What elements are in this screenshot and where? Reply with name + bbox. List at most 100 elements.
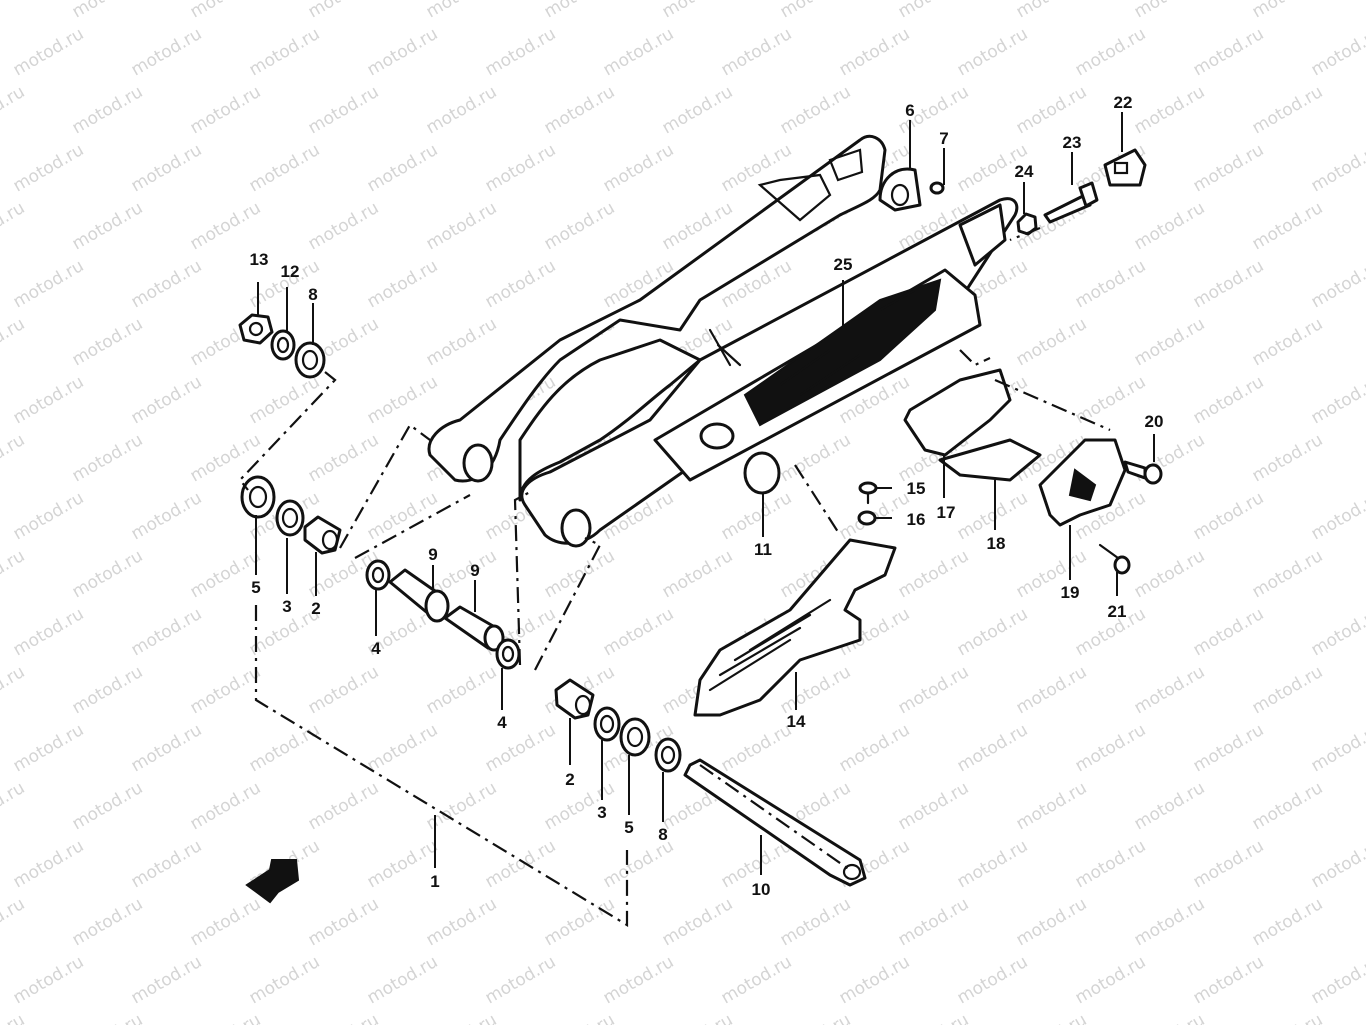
watermark-text: motod.ru	[128, 604, 206, 660]
watermark-text: motod.ru	[423, 198, 501, 254]
callout-labels: 1 2 2 3 3 4 4 5 5 6 7 8 8 9 9 10 11 12 1…	[250, 93, 1164, 899]
watermark-text: motod.ru	[1131, 546, 1209, 602]
watermark-text: motod.ru	[777, 1010, 855, 1025]
watermark-text: motod.ru	[1249, 82, 1327, 138]
watermark-text: motod.ru	[718, 720, 796, 776]
watermark-text: motod.ru	[600, 24, 678, 80]
watermark-text: motod.ru	[305, 662, 383, 718]
callout-11: 11	[754, 540, 772, 559]
watermark-text: motod.ru	[954, 24, 1032, 80]
watermark-text: motod.ru	[1072, 256, 1150, 312]
watermark-text: motod.ru	[1249, 894, 1327, 950]
watermark-text: motod.ru	[128, 372, 206, 428]
watermark-text: motod.ru	[128, 140, 206, 196]
callout-3b: 3	[597, 803, 606, 822]
watermark-text: motod.ru	[246, 372, 324, 428]
watermark-text: motod.ru	[10, 372, 88, 428]
pivot-shaft	[683, 758, 867, 887]
watermark-text: motod.ru	[1249, 662, 1327, 718]
callout-8a: 8	[308, 285, 317, 304]
watermark-text: motod.ru	[1249, 1010, 1327, 1025]
watermark-text: motod.ru	[777, 82, 855, 138]
bolt-7	[929, 181, 945, 195]
pivot-cap	[743, 451, 781, 495]
watermark-text: motod.ru	[69, 546, 147, 602]
callout-5b: 5	[624, 818, 633, 837]
callout-16: 16	[907, 510, 926, 529]
callout-18: 18	[987, 534, 1006, 553]
watermark-text: motod.ru	[482, 720, 560, 776]
callout-20: 20	[1145, 412, 1164, 431]
watermark-text: motod.ru	[1072, 24, 1150, 80]
watermark-text: motod.ru	[0, 1010, 28, 1025]
bolt-20	[1123, 460, 1163, 485]
watermark-text: motod.ru	[0, 82, 28, 138]
watermark-text: motod.ru	[69, 894, 147, 950]
watermark-text: motod.ru	[659, 1010, 737, 1025]
watermark-text: motod.ru	[1249, 430, 1327, 486]
callout-7: 7	[939, 129, 948, 148]
watermark-text: motod.ru	[541, 1010, 619, 1025]
watermark-text: motod.ru	[305, 198, 383, 254]
callout-19: 19	[1061, 583, 1080, 602]
watermark-text: motod.ru	[1013, 314, 1091, 370]
callout-21: 21	[1108, 602, 1127, 621]
bushing-left	[303, 515, 342, 555]
callout-3a: 3	[282, 597, 291, 616]
spacer-left	[388, 568, 450, 623]
watermark-text: motod.ru	[1308, 604, 1366, 660]
watermark-text: motod.ru	[187, 0, 265, 22]
watermark-text: motod.ru	[718, 952, 796, 1008]
watermark-text: motod.ru	[128, 836, 206, 892]
watermark-text: motod.ru	[187, 198, 265, 254]
washer-16	[857, 510, 877, 526]
watermark-text: motod.ru	[1249, 314, 1327, 370]
watermark-text: motod.ru	[423, 314, 501, 370]
assembly-lines	[238, 226, 1111, 871]
watermark-text: motod.ru	[1249, 546, 1327, 602]
watermark-text: motod.ru	[187, 894, 265, 950]
watermark-text: motod.ru	[541, 894, 619, 950]
watermark-text: motod.ru	[541, 546, 619, 602]
watermark-text: motod.ru	[895, 894, 973, 950]
callout-4a: 4	[371, 639, 381, 658]
watermark-text: motod.ru	[1072, 836, 1150, 892]
watermark-text: motod.ru	[69, 1010, 147, 1025]
callout-9b: 9	[470, 561, 479, 580]
callout-6: 6	[905, 101, 914, 120]
watermark-text: motod.ru	[1013, 1010, 1091, 1025]
watermark-text: motod.ru	[1013, 82, 1091, 138]
watermark-text: motod.ru	[954, 604, 1032, 660]
callout-10: 10	[752, 880, 771, 899]
watermark-text: motod.ru	[659, 0, 737, 22]
callout-2a: 2	[311, 599, 320, 618]
watermark-text: motod.ru	[600, 140, 678, 196]
watermark-text: motod.ru	[777, 430, 855, 486]
callout-23: 23	[1063, 133, 1082, 152]
watermark-text: motod.ru	[1249, 198, 1327, 254]
watermark-text: motod.ru	[895, 1010, 973, 1025]
watermark-text: motod.ru	[69, 314, 147, 370]
watermark-text: motod.ru	[423, 1010, 501, 1025]
watermark-text: motod.ru	[777, 894, 855, 950]
watermark-text: motod.ru	[718, 24, 796, 80]
watermark-text: motod.ru	[187, 662, 265, 718]
callout-22: 22	[1114, 93, 1133, 112]
watermark-text: motod.ru	[69, 198, 147, 254]
watermark-text: motod.ru	[1190, 836, 1268, 892]
watermark-text: motod.ru	[246, 720, 324, 776]
watermark-text: motod.ru	[1072, 372, 1150, 428]
swingarm-body	[427, 134, 1019, 548]
watermark-text: motod.ru	[836, 952, 914, 1008]
oil-seal-left	[240, 475, 276, 519]
watermark-text: motod.ru	[305, 82, 383, 138]
watermark-text: motod.ru	[777, 0, 855, 22]
watermark-text: motod.ru	[1013, 778, 1091, 834]
callout-15: 15	[907, 479, 926, 498]
watermark-text: motod.ru	[10, 256, 88, 312]
watermark-text: motod.ru	[305, 1010, 383, 1025]
watermark-text: motod.ru	[1249, 0, 1327, 22]
watermark-text: motod.ru	[659, 546, 737, 602]
watermark-text: motod.ru	[600, 952, 678, 1008]
